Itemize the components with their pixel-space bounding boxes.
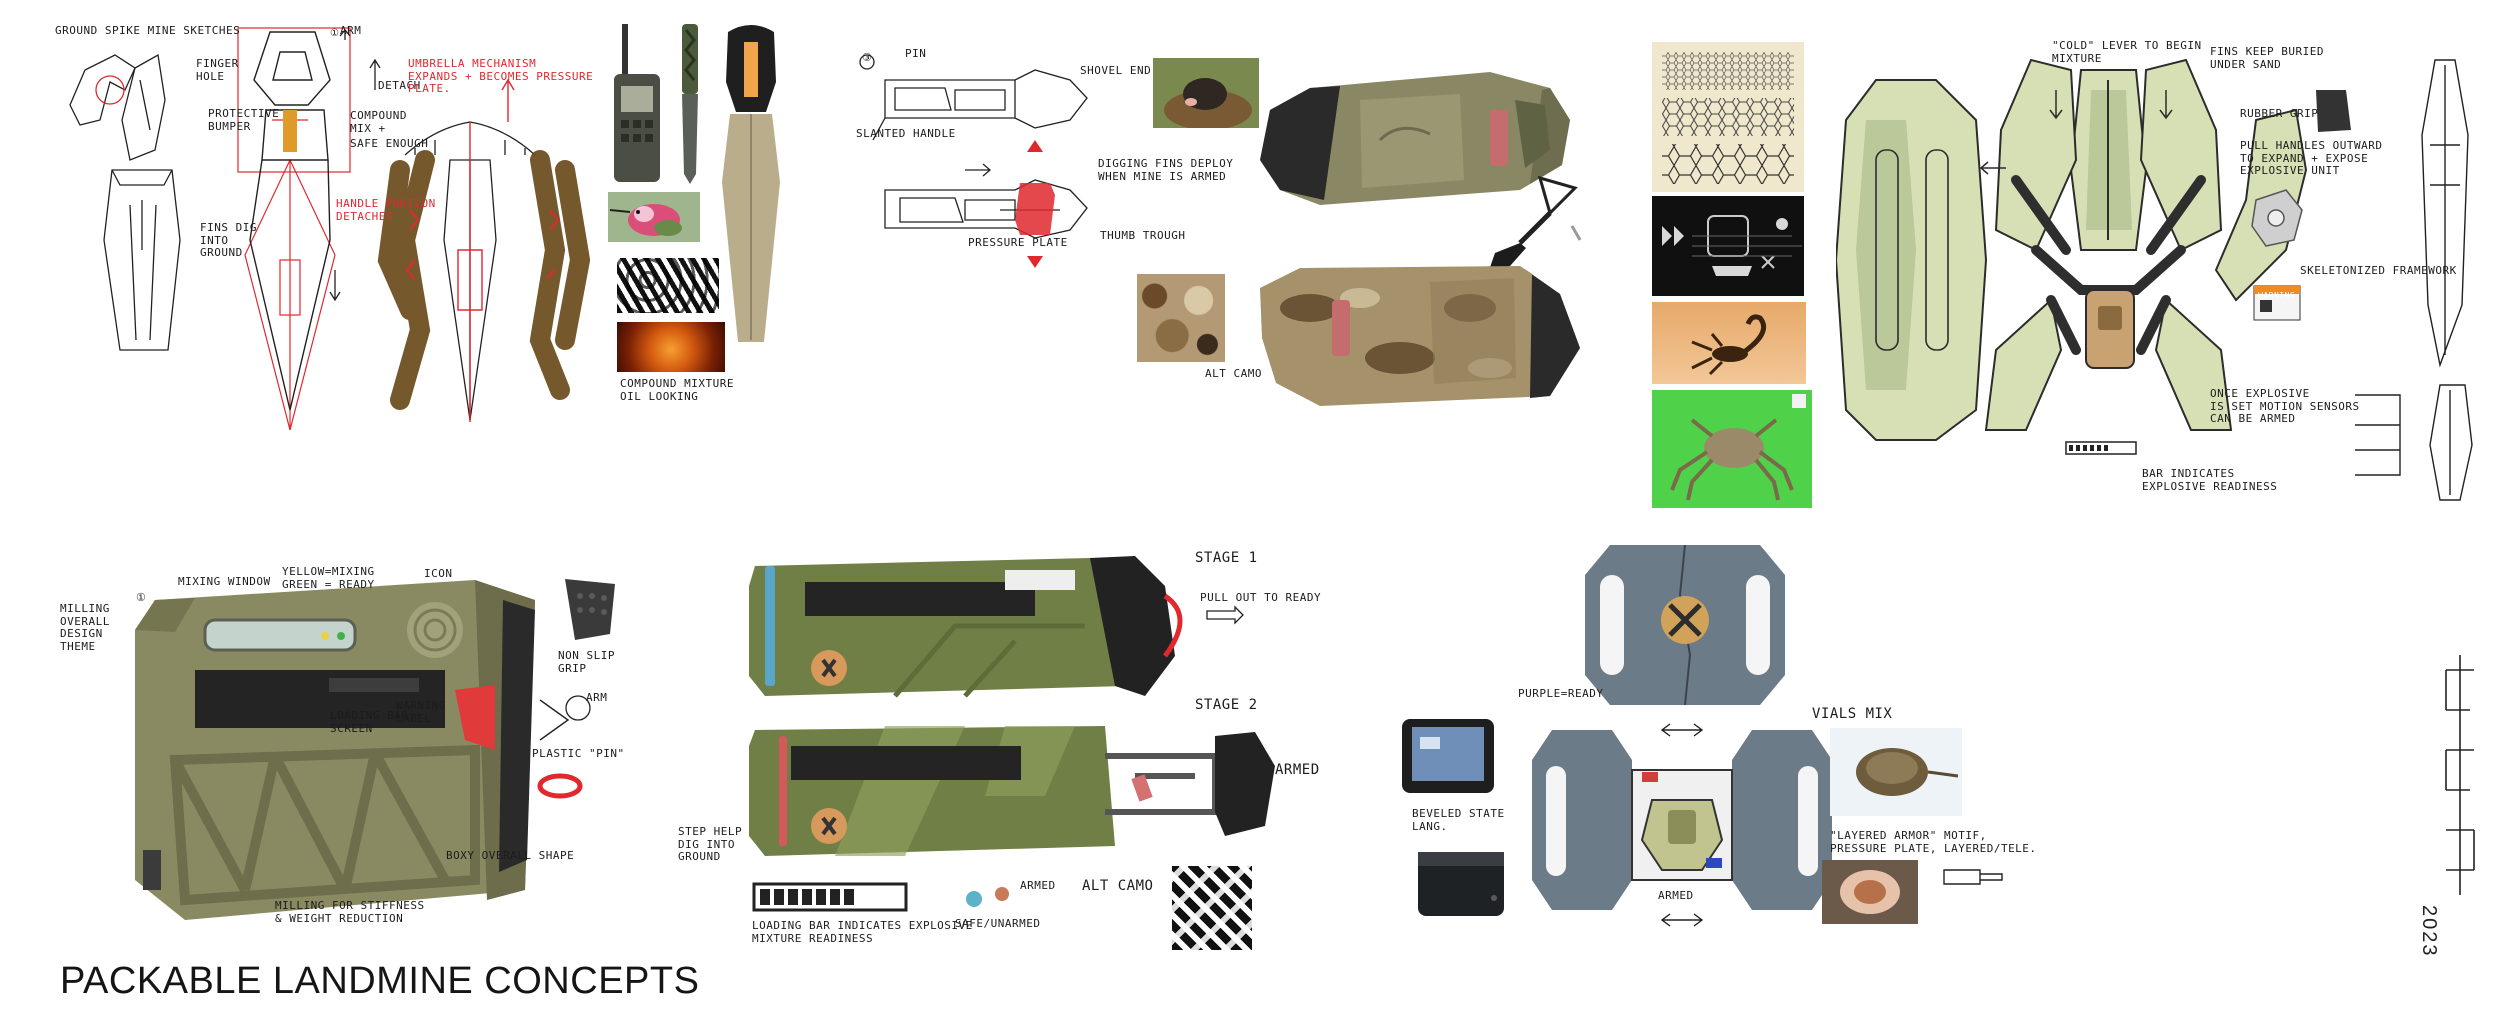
bar-indicates-note: BAR INDICATES EXPLOSIVE READINESS	[2142, 467, 2278, 493]
milling-for-note: MILLING FOR STIFFNESS & WEIGHT REDUCTION	[275, 899, 425, 925]
arm-note: ARM	[340, 24, 362, 37]
pull-arrow-icon	[1206, 605, 1244, 625]
compound-vial	[283, 110, 297, 152]
stage2-render	[749, 726, 1275, 856]
mole-reference-photo	[1153, 58, 1259, 128]
umbrella-note: UMBRELLA MECHANISM EXPANDS + BECOMES PRE…	[408, 57, 594, 96]
pattern-reference-photo	[617, 258, 719, 313]
protective-bumper-note: PROTECTIVE BUMPER	[208, 107, 280, 133]
stage1-note: STAGE 1	[1195, 550, 1258, 566]
tablet-reference	[1402, 719, 1494, 793]
detach-note: DETACH	[378, 79, 421, 92]
arm-circle: ①	[330, 28, 339, 39]
slate-exploded-unit	[1532, 723, 1832, 927]
side-profile-sketches	[2355, 59, 2473, 501]
connector-sketch	[1943, 869, 2003, 885]
slanted-handle-note: SLANTED HANDLE	[856, 127, 956, 140]
icon-note: ICON	[424, 567, 453, 580]
knife-reference-photo	[670, 24, 710, 184]
pin-note: PIN	[905, 47, 927, 60]
finger-hole-note: FINGER HOLE	[196, 57, 239, 83]
once-explosive-note: ONCE EXPLOSIVE IS SET MOTION SENSORS CAN…	[2210, 387, 2360, 426]
stage1-render	[749, 556, 1183, 698]
sage-exploded-mine	[1836, 58, 2351, 455]
step3-marker: ③	[862, 51, 873, 64]
digging-fins-note: DIGGING FINS DEPLOY WHEN MINE IS ARMED	[1098, 157, 1234, 183]
step-help-note: STEP HELP DIG INTO GROUND	[678, 825, 743, 864]
pin-ring-icon	[537, 695, 591, 799]
page-title: PACKABLE LANDMINE CONCEPTS	[60, 960, 700, 1002]
milling-overall-note: MILLING OVERALL DESIGN THEME	[60, 602, 110, 653]
fire-reference-photo	[617, 322, 725, 372]
hummingbird-reference-photo	[608, 192, 700, 242]
armed-note: ARMED	[1275, 762, 1320, 778]
warning-label-text: WARNING	[2258, 291, 2296, 300]
soil-scribbles	[377, 150, 591, 410]
mixing-window-note: MIXING WINDOW	[178, 575, 271, 588]
stage2-note: STAGE 2	[1195, 697, 1258, 713]
fins-dig-note: FINS DIG INTO GROUND	[200, 221, 257, 260]
shovel-sketches	[859, 54, 1088, 268]
armed-note-3: ARMED	[1658, 889, 1694, 902]
armed-dot-note: ARMED	[1020, 879, 1056, 892]
status-dots	[966, 887, 1009, 907]
arm-note-2: ARM	[586, 691, 608, 704]
boxy-overall-note: BOXY OVERALL SHAPE	[446, 849, 575, 862]
artist-signature	[2445, 655, 2475, 895]
rubber-spike-reference-photo	[716, 22, 786, 352]
safe-unarmed-note: SAFE/UNARMED	[955, 917, 1041, 930]
pressure-plate-note: PRESSURE PLATE	[968, 236, 1068, 249]
crab-closeup-photo	[1822, 860, 1918, 924]
radio-reference-photo	[606, 24, 666, 184]
shovel-render-green	[1260, 72, 1570, 205]
thumb-trough-note: THUMB TROUGH	[1100, 229, 1186, 242]
crab-reference-photo	[1652, 390, 1812, 508]
alt-camo-note-2: ALT CAMO	[1082, 878, 1154, 894]
loading-bar-note: LOADING BAR + SCREEN	[330, 709, 423, 735]
year-label: 2023	[2418, 905, 2440, 958]
alt-camo-note-1: ALT CAMO	[1205, 367, 1262, 380]
ground-spike-sketches: ①	[69, 27, 591, 430]
vials-mix-note: VIALS MIX	[1812, 706, 1893, 722]
pull-handles-note: PULL HANDLES OUTWARD TO EXPAND + EXPOSE …	[2240, 139, 2383, 178]
compound-mixture-note: COMPOUND MIXTURE OIL LOOKING	[620, 377, 734, 403]
purple-ready-note: PURPLE=READY	[1518, 687, 1604, 700]
boxy-mine-render	[135, 580, 535, 920]
horseshoe-crab-photo	[1830, 728, 1962, 816]
slate-top-unit	[1585, 544, 1785, 706]
scorpion-reference-photo	[1652, 302, 1806, 384]
plastic-pin-note: PLASTIC "PIN"	[532, 747, 625, 760]
loading-bar-icon	[752, 882, 908, 912]
hexagon-pattern-photo	[1652, 42, 1804, 192]
cold-lever-note: "COLD" LEVER TO BEGIN MIXTURE	[2052, 39, 2202, 65]
shovel-render-camo	[1260, 266, 1580, 406]
beveled-state-note: BEVELED STATE LANG.	[1412, 807, 1505, 833]
maze-camo-swatch	[1172, 866, 1252, 950]
lever-sketch	[69, 53, 166, 161]
body-sketch-1	[103, 169, 181, 351]
loading-bar-indicates-note: LOADING BAR INDICATES EXPLOSIVE MIXTURE …	[752, 919, 973, 945]
step1-marker: ①	[136, 591, 147, 604]
dock-reference	[1418, 852, 1504, 916]
camo-reference-photo	[1137, 274, 1225, 362]
yellow-mixing-note: YELLOW=MIXING GREEN = READY	[282, 565, 375, 591]
dark-tech-pattern-photo	[1652, 196, 1804, 296]
fan-vent-icon	[407, 602, 463, 658]
skeletonized-note: SKELETONIZED FRAMEWORK	[2300, 264, 2457, 277]
grip-piece	[565, 579, 615, 640]
shovel-end-note: SHOVEL END	[1080, 64, 1152, 77]
small-shovel-icon	[1488, 175, 1582, 273]
non-slip-grip-note: NON SLIP GRIP	[558, 649, 615, 675]
ground-spike-title: GROUND SPIKE MINE SKETCHES	[55, 24, 241, 37]
warning-label-note: WARNING LABEL	[396, 699, 446, 725]
layered-armor-note: "LAYERED ARMOR" MOTIF, PRESSURE PLATE, L…	[1830, 829, 2037, 855]
rubber-grip-note: RUBBER GRIP	[2240, 107, 2319, 120]
safe-enough-note: SAFE ENOUGH	[350, 137, 429, 150]
spike-sketch-2	[249, 31, 331, 411]
compound-mix-note: COMPOUND MIX +	[350, 109, 407, 135]
handle-portion-note: HANDLE PORTION DETACHES	[336, 197, 436, 223]
pull-out-note: PULL OUT TO READY	[1200, 591, 1322, 604]
fins-kept-note: FINS KEEP BURIED UNDER SAND	[2210, 45, 2324, 71]
